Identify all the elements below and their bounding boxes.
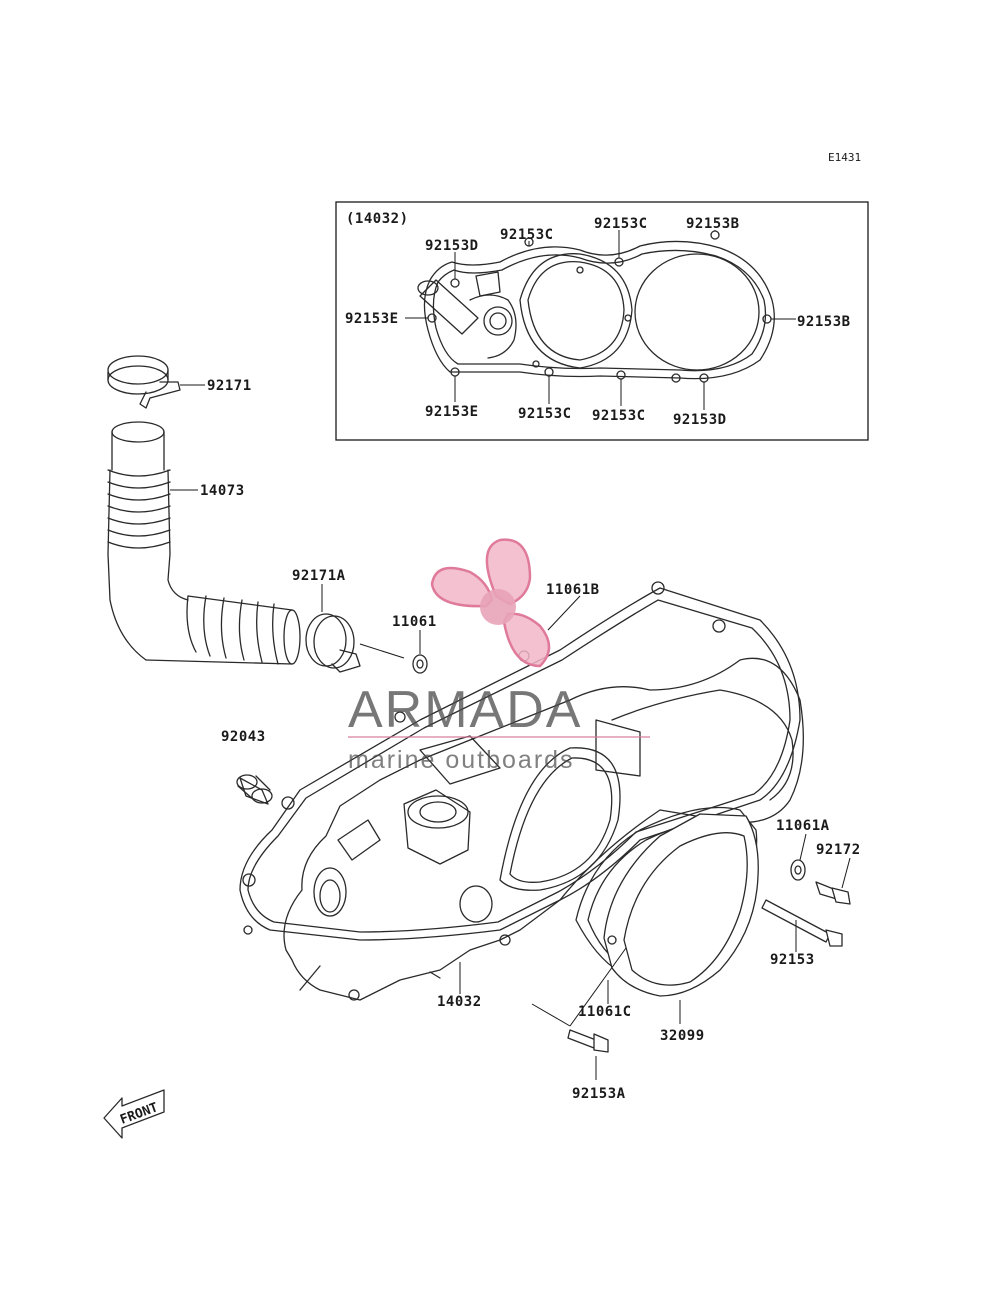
inset-label-92153C-top1: 92153C xyxy=(500,227,554,243)
washer-11061 xyxy=(359,630,428,674)
inset-label-92153E-left: 92153E xyxy=(345,311,399,327)
inset-leaders xyxy=(405,230,796,410)
gasket-11061B xyxy=(239,581,801,941)
inset-label-92153C-bottom1: 92153C xyxy=(518,406,572,422)
front-arrow: FRONT xyxy=(103,1089,165,1139)
inset-label-92153E-bottom: 92153E xyxy=(425,404,479,420)
label-92171A: 92171A xyxy=(292,568,346,584)
label-92171: 92171 xyxy=(207,378,252,394)
cover-14032 xyxy=(283,657,804,1001)
label-11061B: 11061B xyxy=(546,582,600,598)
inset-label-92153B-right: 92153B xyxy=(797,314,851,330)
bolt-92172 xyxy=(815,857,851,905)
inset-frame xyxy=(335,201,869,441)
label-14073: 14073 xyxy=(200,483,245,499)
inset-title: (14032) xyxy=(346,211,409,227)
watermark: ARMADA marine outboards xyxy=(348,538,650,774)
bolt-92153A xyxy=(531,947,627,1080)
inset-panel: (14032) xyxy=(335,201,869,441)
propeller-logo xyxy=(430,538,551,668)
dowel-92043 xyxy=(236,774,273,805)
label-11061: 11061 xyxy=(392,614,437,630)
label-11061C: 11061C xyxy=(578,1004,632,1020)
watermark-brand: ARMADA xyxy=(348,681,582,739)
clamp-92171 xyxy=(107,355,205,409)
inset-label-92153C-bottom2: 92153C xyxy=(592,408,646,424)
hose-14073 xyxy=(107,421,301,665)
inset-label-92153C-top2: 92153C xyxy=(594,216,648,232)
label-11061A: 11061A xyxy=(776,818,830,834)
bolt-92153 xyxy=(761,899,843,952)
cover-32099 xyxy=(603,813,759,1024)
label-14032: 14032 xyxy=(437,994,482,1010)
clamp-92171A xyxy=(305,584,361,673)
label-32099: 32099 xyxy=(660,1028,705,1044)
watermark-tagline: marine outboards xyxy=(348,746,575,774)
inset-label-92153D-bottom: 92153D xyxy=(673,412,727,428)
label-92153A: 92153A xyxy=(572,1086,626,1102)
diagram-code: E1431 xyxy=(828,151,861,164)
inset-label-92153B-top: 92153B xyxy=(686,216,740,232)
label-92043: 92043 xyxy=(221,729,266,745)
inset-label-92153D-top: 92153D xyxy=(425,238,479,254)
washer-11061A xyxy=(790,833,807,881)
label-92172: 92172 xyxy=(816,842,861,858)
label-92153: 92153 xyxy=(770,952,815,968)
